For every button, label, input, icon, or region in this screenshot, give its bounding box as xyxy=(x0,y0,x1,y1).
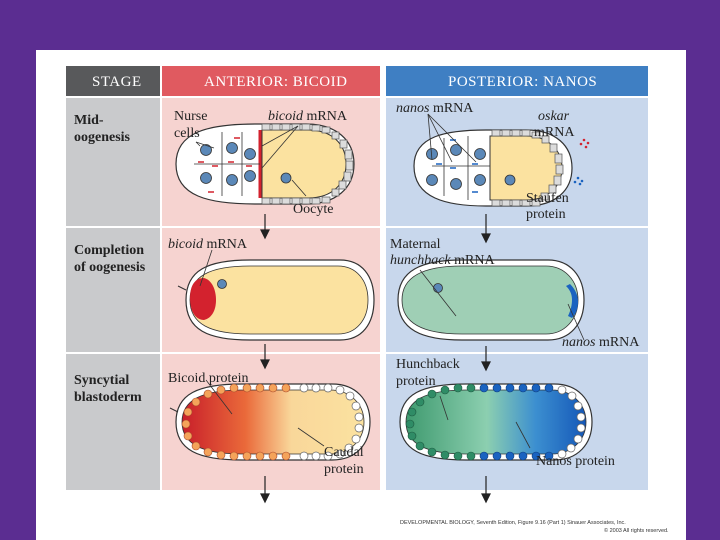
stage-syncytial-line2: blastoderm xyxy=(74,390,142,405)
nurse-cells-label-line2: cells xyxy=(174,126,200,141)
stage-header-bg xyxy=(66,66,160,96)
hunchback-mrna-label: hunchback mRNA xyxy=(390,253,495,268)
nanos-mrna-label-mid: nanos mRNA xyxy=(396,101,474,116)
stage-mid-line2: oogenesis xyxy=(74,130,131,145)
posterior-header: POSTERIOR: NANOS xyxy=(448,74,597,90)
anterior-arrows xyxy=(260,214,270,504)
posterior-completion-leaders xyxy=(419,269,585,341)
anterior-blastoderm xyxy=(169,383,371,461)
hunchback-protein-label-line2: protein xyxy=(396,374,436,389)
bicoid-mrna-label-mid: bicoid mRNA xyxy=(268,109,348,124)
stage-completion-line1: Completion xyxy=(74,243,144,258)
anterior-header-bg xyxy=(162,66,380,96)
oocyte-label: Oocyte xyxy=(293,202,333,217)
oskar-label: oskar xyxy=(538,109,570,124)
posterior-oocyte-complete xyxy=(397,259,585,341)
stage-completion-line2: of oogenesis xyxy=(74,260,146,275)
anterior-egg-chamber xyxy=(175,123,355,205)
anterior-mid-leaders xyxy=(195,125,307,197)
nanos-protein-label: Nanos protein xyxy=(536,454,615,469)
maternal-label: Maternal xyxy=(390,237,441,252)
staufen-label-line2: protein xyxy=(526,207,566,222)
nurse-cells-label-line1: Nurse xyxy=(174,109,207,124)
posterior-egg-chamber xyxy=(413,129,590,207)
stage-cell-syncytial xyxy=(66,354,160,490)
stage-cell-mid xyxy=(66,98,160,226)
staufen-label-line1: Staufen xyxy=(526,191,569,206)
stage-header: STAGE xyxy=(92,74,142,90)
posterior-blastoderm-leaders xyxy=(439,395,531,449)
stage-mid-line1: Mid- xyxy=(74,113,104,128)
bicoid-leader-completion xyxy=(199,249,213,287)
caudal-label-line2: protein xyxy=(324,462,364,477)
hunchback-protein-label-line1: Hunchback xyxy=(396,357,460,372)
oskar-mrna-label: mRNA xyxy=(534,125,575,140)
posterior-mid-leaders xyxy=(427,113,477,163)
credit-line1: DEVELOPMENTAL BIOLOGY, Seventh Edition, … xyxy=(400,520,626,526)
posterior-blastoderm xyxy=(399,383,593,461)
anterior-header: ANTERIOR: BICOID xyxy=(204,74,347,90)
caudal-label-line1: Caudal xyxy=(324,445,364,460)
nanos-mrna-label-completion: nanos mRNA xyxy=(562,335,640,350)
stage-cell-completion xyxy=(66,228,160,352)
anterior-blastoderm-leaders xyxy=(205,379,325,447)
figure: STAGE ANTERIOR: BICOID POSTERIOR: NANOS … xyxy=(66,66,669,534)
posterior-arrows xyxy=(481,214,491,504)
credit-line2: © 2003 All rights reserved. xyxy=(604,527,669,534)
bicoid-protein-label: Bicoid protein xyxy=(168,371,249,386)
stage-syncytial-line1: Syncytial xyxy=(74,373,129,388)
slide: STAGE ANTERIOR: BICOID POSTERIOR: NANOS … xyxy=(36,50,686,540)
anterior-oocyte-complete xyxy=(177,259,375,341)
bicoid-mrna-label-completion: bicoid mRNA xyxy=(168,237,248,252)
posterior-header-bg xyxy=(386,66,648,96)
